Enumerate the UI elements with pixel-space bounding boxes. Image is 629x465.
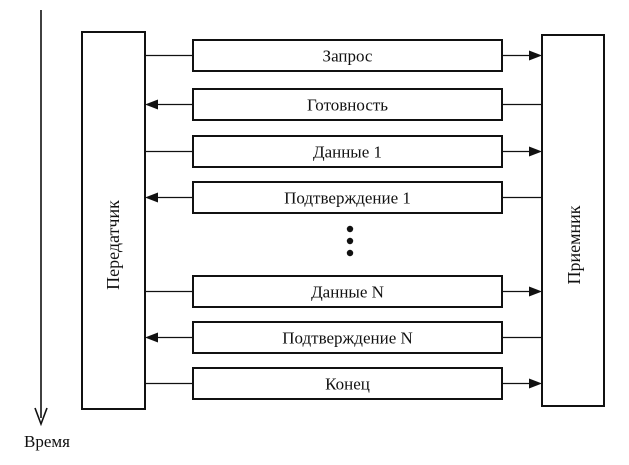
time-axis: Время: [24, 10, 70, 451]
arrow-left-icon: [145, 192, 158, 203]
transmitter-box: [81, 31, 146, 410]
message-row: Конец: [145, 367, 542, 400]
message-label: Запрос: [323, 47, 373, 66]
message-label: Готовность: [307, 96, 388, 115]
arrow-right-icon: [529, 50, 542, 61]
message-row: Запрос: [145, 39, 542, 72]
arrow-right-icon: [529, 146, 542, 157]
transmitter-label: Передатчик: [103, 200, 123, 290]
message-label: Данные 1: [313, 143, 382, 162]
time-axis-arrow-icon: [34, 407, 48, 427]
message-row: Подтверждение 1: [145, 181, 542, 214]
message-row: Данные 1: [145, 135, 542, 168]
message-label: Подтверждение N: [282, 329, 413, 348]
arrow-right-icon: [529, 286, 542, 297]
ellipsis-dots: [346, 225, 354, 257]
message-box: [192, 367, 503, 400]
ellipsis-dot: [346, 225, 354, 233]
message-label: Данные N: [311, 283, 384, 302]
arrow-left-icon: [145, 332, 158, 343]
message-box: [192, 135, 503, 168]
message-box: [192, 321, 503, 354]
arrow-left-icon: [145, 99, 158, 110]
receiver-label: Приемник: [564, 205, 584, 284]
transmitter-block: Передатчик: [81, 31, 146, 410]
message-row: Данные N: [145, 275, 542, 308]
receiver-block: Приемник: [541, 34, 605, 407]
arrow-right-icon: [529, 378, 542, 389]
message-box: [192, 275, 503, 308]
time-axis-label: Время: [24, 432, 70, 451]
message-label: Конец: [325, 375, 370, 394]
message-box: [192, 88, 503, 121]
message-row: Готовность: [145, 88, 542, 121]
message-label: Подтверждение 1: [284, 189, 411, 208]
message-row: Подтверждение N: [145, 321, 542, 354]
ellipsis-dot: [346, 237, 354, 245]
ellipsis-dot: [346, 249, 354, 257]
message-box: [192, 39, 503, 72]
receiver-box: [541, 34, 605, 407]
message-box: [192, 181, 503, 214]
